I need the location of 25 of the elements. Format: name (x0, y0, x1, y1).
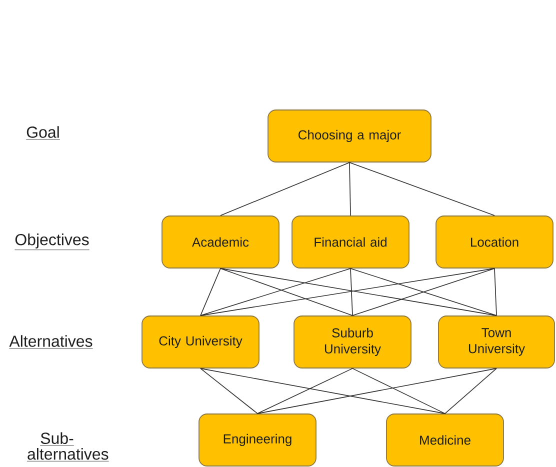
hierarchy-box: Medicine (386, 414, 504, 466)
connector-line (352, 368, 446, 414)
hierarchy-box: Choosing a major (268, 110, 432, 162)
connector-line (200, 368, 446, 414)
level-label: Sub- alternatives (26, 432, 110, 462)
connector-line (200, 268, 221, 316)
hierarchy-box: Academic (162, 216, 280, 268)
connector-line (257, 368, 353, 414)
connector-line (350, 268, 353, 316)
connector-line (349, 162, 351, 216)
connector-line (257, 368, 497, 414)
connector-line (220, 162, 350, 216)
connector-line (494, 268, 497, 316)
hierarchy-box: Engineering (198, 414, 316, 466)
hierarchy-box: Town University (438, 316, 555, 368)
connector-line (349, 162, 495, 216)
hierarchy-box: Suburb University (294, 316, 412, 368)
level-label: Alternatives (9, 335, 93, 348)
hierarchy-box: City University (142, 316, 260, 368)
level-label: Objectives (14, 234, 90, 250)
hierarchy-box: Financial aid (292, 216, 410, 268)
connector-line (444, 368, 497, 414)
connector-line (200, 368, 258, 414)
level-label: Goal (26, 126, 60, 140)
hierarchy-box: Location (436, 216, 554, 268)
